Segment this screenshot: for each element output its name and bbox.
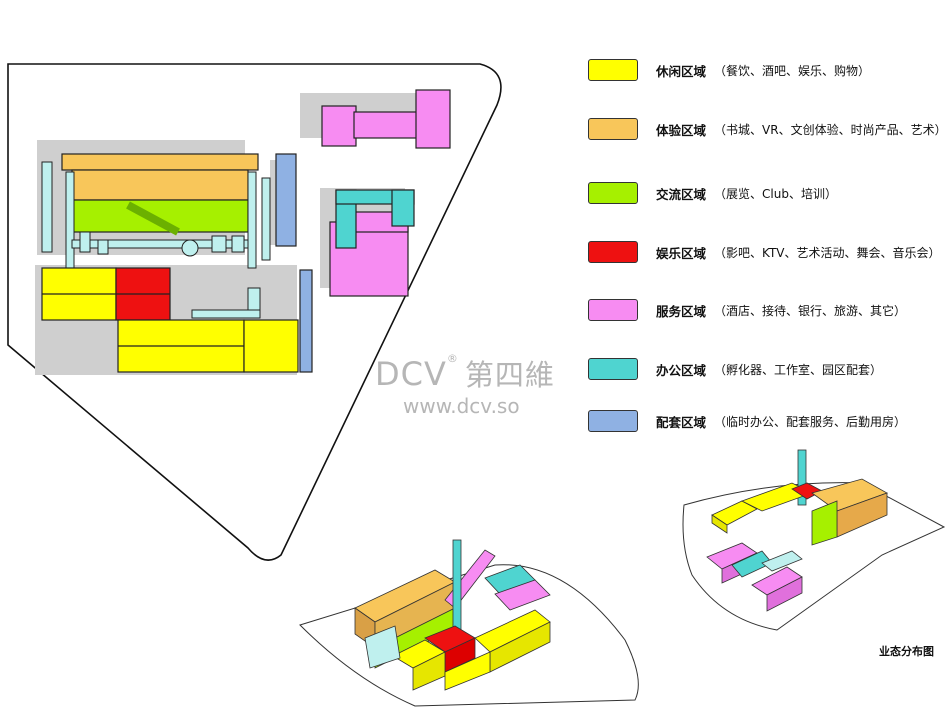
legend-swatch xyxy=(588,118,638,140)
legend-desc: （孵化器、工作室、园区配套） xyxy=(714,362,883,377)
legend-name: 服务区域 xyxy=(656,303,707,319)
legend-name: 休闲区域 xyxy=(656,63,707,79)
legend-desc: （展览、Club、培训） xyxy=(714,186,837,201)
support-bar-east xyxy=(275,153,297,247)
legend-item-office: 办公区域 （孵化器、工作室、园区配套） xyxy=(588,356,882,382)
legend-item-leisure: 休闲区域 （餐饮、酒吧、娱乐、购物） xyxy=(588,57,870,83)
axonometric-view-south xyxy=(299,539,639,707)
diagram-caption: 业态分布图 xyxy=(879,645,934,658)
legend-swatch xyxy=(588,241,638,263)
legend-swatch xyxy=(588,299,638,321)
experience-building xyxy=(61,153,259,236)
watermark-logo: DCV®第四維 xyxy=(375,352,555,393)
support-bar-south xyxy=(299,269,313,373)
service-block-north xyxy=(321,89,451,149)
legend-desc: （餐饮、酒吧、娱乐、购物） xyxy=(714,63,871,78)
legend-desc: （影吧、KTV、艺术活动、舞会、音乐会） xyxy=(714,245,941,260)
leisure-block-west xyxy=(41,267,171,321)
legend-item-exchange: 交流区域 （展览、Club、培训） xyxy=(588,180,837,206)
legend-swatch xyxy=(588,358,638,380)
legend-item-experience: 体验区域 （书城、VR、文创体验、时尚产品、艺术） xyxy=(588,116,947,142)
site-plan xyxy=(7,63,502,561)
legend-swatch xyxy=(588,182,638,204)
legend-item-entertainment: 娱乐区域 （影吧、KTV、艺术活动、舞会、音乐会） xyxy=(588,239,941,265)
circulation-bridges xyxy=(41,161,271,319)
leisure-block-south xyxy=(117,319,299,373)
legend-swatch xyxy=(588,59,638,81)
legend-item-service: 服务区域 （酒店、接待、银行、旅游、其它） xyxy=(588,297,906,323)
legend-desc: （临时办公、配套服务、后勤用房） xyxy=(714,414,907,429)
legend-desc: （书城、VR、文创体验、时尚产品、艺术） xyxy=(714,122,947,137)
legend-desc: （酒店、接待、银行、旅游、其它） xyxy=(714,303,907,318)
office-service-block xyxy=(329,189,415,297)
legend-name: 配套区域 xyxy=(656,414,707,430)
legend-item-support: 配套区域 （临时办公、配套服务、后勤用房） xyxy=(588,408,906,434)
legend-name: 办公区域 xyxy=(656,362,707,378)
watermark-url: www.dcv.so xyxy=(403,394,520,418)
legend-name: 体验区域 xyxy=(656,122,707,138)
axonometric-view-north xyxy=(682,449,946,631)
axon-site-outline xyxy=(682,482,946,631)
legend-name: 交流区域 xyxy=(656,186,707,202)
legend-name: 娱乐区域 xyxy=(656,245,707,261)
legend-swatch xyxy=(588,410,638,432)
